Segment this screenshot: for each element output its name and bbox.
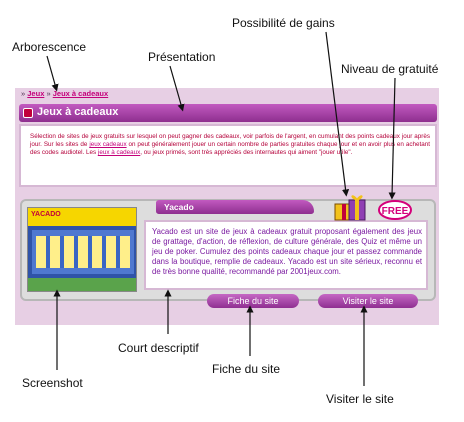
arrow-niveau-gratuite bbox=[388, 77, 396, 200]
intro-box: Sélection de sites de jeux gratuits sur … bbox=[19, 124, 437, 187]
intro-text-part-3: , ou jeux primés, sont très appréciés de… bbox=[140, 149, 353, 156]
label-arborescence: Arborescence bbox=[12, 40, 87, 54]
label-niveau-gratuite: Niveau de gratuité bbox=[341, 62, 439, 76]
page-title: Jeux à cadeaux bbox=[37, 106, 119, 118]
label-screenshot: Screenshot bbox=[22, 376, 83, 390]
site-description-box: Yacado est un site de jeux à cadeaux gra… bbox=[144, 220, 428, 290]
label-court-descriptif: Court descriptif bbox=[118, 341, 199, 355]
thumbnail-footer bbox=[28, 278, 136, 291]
site-name-tab: Yacado bbox=[156, 200, 314, 214]
breadcrumb-separator: » bbox=[46, 89, 51, 98]
site-thumbnail[interactable]: YACADO bbox=[27, 207, 137, 292]
site-name: Yacado bbox=[164, 202, 194, 212]
label-possibilite-gains: Possibilité de gains bbox=[232, 16, 335, 30]
visiter-le-site-button[interactable]: Visiter le site bbox=[318, 294, 418, 308]
breadcrumb-link-jeux-a-cadeaux[interactable]: Jeux à cadeaux bbox=[52, 89, 109, 98]
label-visiter-le-site: Visiter le site bbox=[326, 392, 394, 406]
breadcrumb-link-jeux[interactable]: Jeux bbox=[27, 89, 45, 98]
thumbnail-game-grid bbox=[36, 236, 130, 268]
category-icon bbox=[23, 108, 33, 118]
gift-icon bbox=[334, 195, 366, 221]
free-badge-text: FREE bbox=[382, 206, 409, 217]
thumbnail-logo: YACADO bbox=[31, 211, 61, 218]
label-presentation: Présentation bbox=[148, 50, 216, 64]
intro-link-jeux-cadeaux[interactable]: jeux cadeaux bbox=[89, 141, 127, 148]
breadcrumb-prefix: » bbox=[21, 89, 26, 98]
arrow-arborescence bbox=[46, 55, 59, 92]
breadcrumb: » Jeux » Jeux à cadeaux bbox=[21, 89, 108, 98]
label-fiche-du-site: Fiche du site bbox=[212, 362, 281, 376]
arrow-possibilite-gains bbox=[325, 31, 350, 197]
free-badge-icon: FREE bbox=[378, 200, 412, 220]
page-title-bar: Jeux à cadeaux bbox=[19, 104, 437, 122]
intro-link-jeux-a-cadeaux[interactable]: jeux à cadeaux bbox=[97, 149, 141, 156]
intro-text: Sélection de sites de jeux gratuits sur … bbox=[30, 133, 430, 157]
intro-text-part-2: on peut généralement jouer un certain no… bbox=[30, 141, 430, 156]
intro-text-part-1: Sélection de sites de jeux gratuits sur … bbox=[30, 133, 430, 148]
fiche-du-site-button[interactable]: Fiche du site bbox=[207, 294, 299, 308]
site-description: Yacado est un site de jeux à cadeaux gra… bbox=[152, 227, 422, 276]
arrow-presentation bbox=[169, 65, 185, 112]
thumbnail-header bbox=[28, 208, 136, 226]
